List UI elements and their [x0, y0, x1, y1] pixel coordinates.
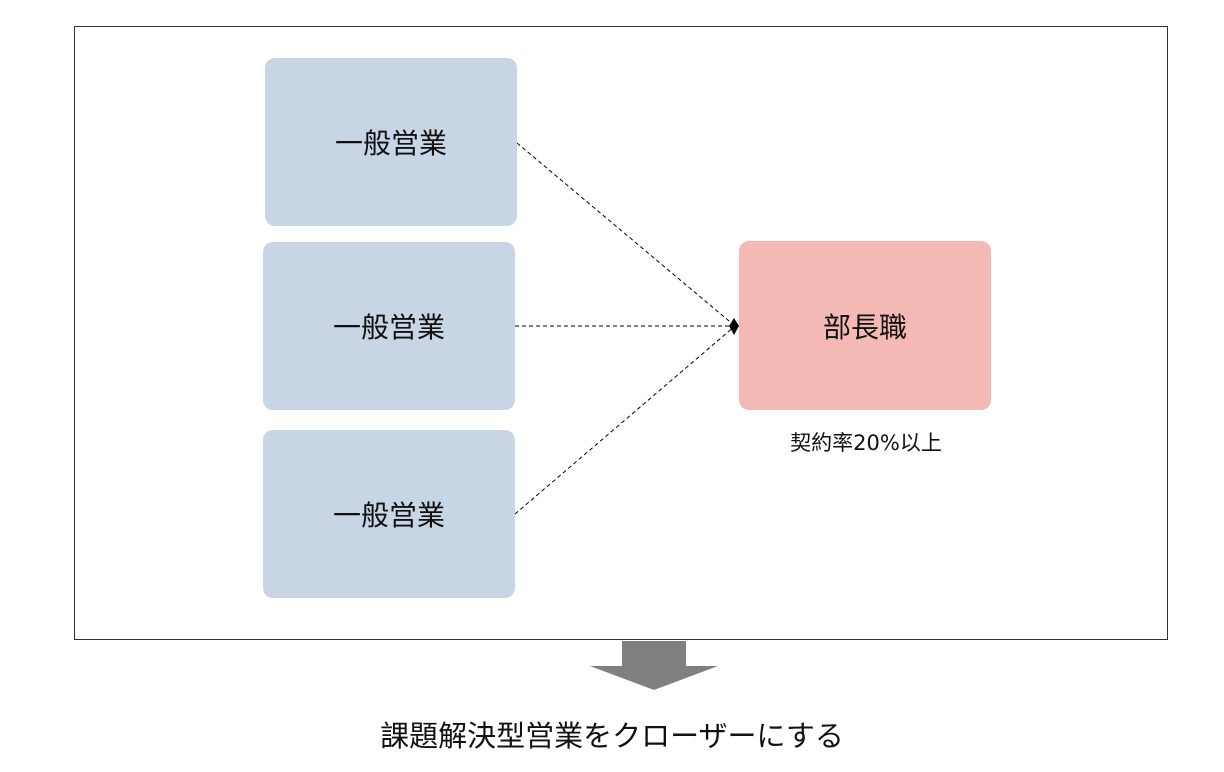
- general-sales-label-3: 一般営業: [332, 499, 445, 532]
- manager-box: 部長職: [739, 241, 991, 410]
- contract-rate-caption: 契約率20%以上: [790, 431, 942, 455]
- general-sales-box-3: 一般営業: [263, 430, 515, 598]
- conclusion-text: 課題解決型営業をクローザーにする: [380, 719, 844, 753]
- connector-top: [516, 142, 736, 327]
- connector-arrowhead: [729, 318, 739, 335]
- general-sales-box-2: 一般営業: [263, 242, 515, 410]
- diagram-frame: [74, 26, 1168, 640]
- connector-bottom: [514, 325, 736, 515]
- general-sales-label-2: 一般営業: [332, 311, 445, 344]
- general-sales-box-1: 一般営業: [265, 58, 517, 226]
- general-sales-label-1: 一般営業: [334, 127, 447, 160]
- manager-label: 部長職: [822, 310, 907, 344]
